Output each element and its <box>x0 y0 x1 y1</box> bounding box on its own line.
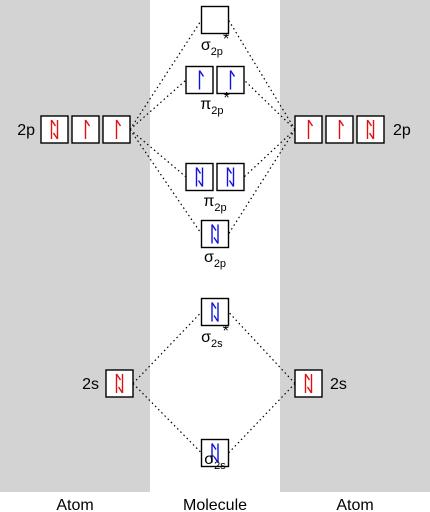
mo-subscript: 2s <box>211 338 223 350</box>
mo-subscript: 2p <box>211 105 223 117</box>
left-orbital-label-2s: 2s <box>82 376 99 393</box>
right-orbital-label-2p: 2p <box>393 122 411 139</box>
orbital-connectors <box>129 19 296 454</box>
left-atom-orbital-2s: 2s <box>82 369 134 398</box>
connector-left-2p-sigma2p_star <box>129 19 203 130</box>
connector-left-2p-pi2p_star <box>129 79 187 130</box>
mo-subscript: 2p <box>214 258 226 270</box>
mo-symbol: π <box>203 193 214 210</box>
connector-left-2p-pi2p <box>129 129 187 178</box>
mo-symbol: σ <box>204 451 214 468</box>
mo-label-sigma2s_star: σ2s* <box>201 323 229 350</box>
mo-star: * <box>224 90 230 107</box>
left-2p-box-1 <box>40 115 69 144</box>
right-atom-orbital-2s: 2s <box>294 369 347 398</box>
mo-star: * <box>223 31 229 48</box>
connector-left-2s-sigma2s_star <box>132 311 202 384</box>
mo-sigma2s: σ2s <box>200 438 230 472</box>
center-column-label: Molecule <box>183 497 247 512</box>
mo-label-pi2p_star: π2p* <box>200 90 230 117</box>
connector-left-2p-sigma2p <box>129 129 202 235</box>
connector-left-2s-sigma2s <box>132 383 202 454</box>
mo-subscript: 2p <box>214 202 226 214</box>
mo-pi2p: π2p <box>185 162 245 214</box>
right-atom-panel <box>280 0 430 492</box>
mo-label-sigma2p_star: σ2p* <box>201 31 229 58</box>
mo-symbol: σ <box>201 37 211 54</box>
mo-sigma2p: σ2p <box>200 219 230 270</box>
right-orbital-label-2s: 2s <box>330 376 347 393</box>
mo-label-sigma2s: σ2s <box>204 451 226 472</box>
mo-sigma2p-box-1 <box>200 219 230 249</box>
left-column-label: Atom <box>56 497 93 512</box>
mo-sigma2p_star-box-1 <box>200 5 230 35</box>
connector-right-2p-pi2p_star <box>243 79 296 130</box>
right-2p-box-1 <box>294 115 323 144</box>
left-atom-panel <box>0 0 150 492</box>
right-atom-orbital-2p: 2p <box>294 115 411 144</box>
mo-pi2p-box-2 <box>216 162 245 192</box>
mo-pi2p-box-1 <box>185 162 214 192</box>
mo-subscript: 2p <box>211 46 223 58</box>
mo-sigma2s-box-1 <box>200 438 230 468</box>
right-2p-box-2 <box>325 115 354 144</box>
mo-symbol: π <box>200 96 211 113</box>
left-orbital-label-2p: 2p <box>17 122 35 139</box>
mo-pi2p_star: π2p* <box>185 65 245 117</box>
mo-pi2p_star-box-1 <box>185 65 214 95</box>
mo-sigma2p_star: σ2p* <box>200 5 230 58</box>
left-2p-box-3 <box>102 115 131 144</box>
left-2s-box-1 <box>105 369 134 398</box>
left-2p-box-2 <box>71 115 100 144</box>
mo-pi2p_star-box-2 <box>216 65 245 95</box>
mo-label-sigma2p: σ2p <box>204 249 226 270</box>
right-column-label: Atom <box>336 497 373 512</box>
mo-subscript: 2s <box>214 460 226 472</box>
mo-sigma2s_star: σ2s* <box>200 297 230 350</box>
mo-label-pi2p: π2p <box>203 193 226 214</box>
connector-right-2p-sigma2p_star <box>227 19 296 130</box>
connector-right-2s-sigma2s_star <box>228 311 296 384</box>
left-atom-orbital-2p: 2p <box>17 115 131 144</box>
mo-star: * <box>223 323 229 340</box>
mo-sigma2s_star-box-1 <box>200 297 230 327</box>
right-2s-box-1 <box>294 369 323 398</box>
mo-symbol: σ <box>201 329 211 346</box>
right-2p-box-3 <box>356 115 385 144</box>
mo-symbol: σ <box>204 249 214 266</box>
